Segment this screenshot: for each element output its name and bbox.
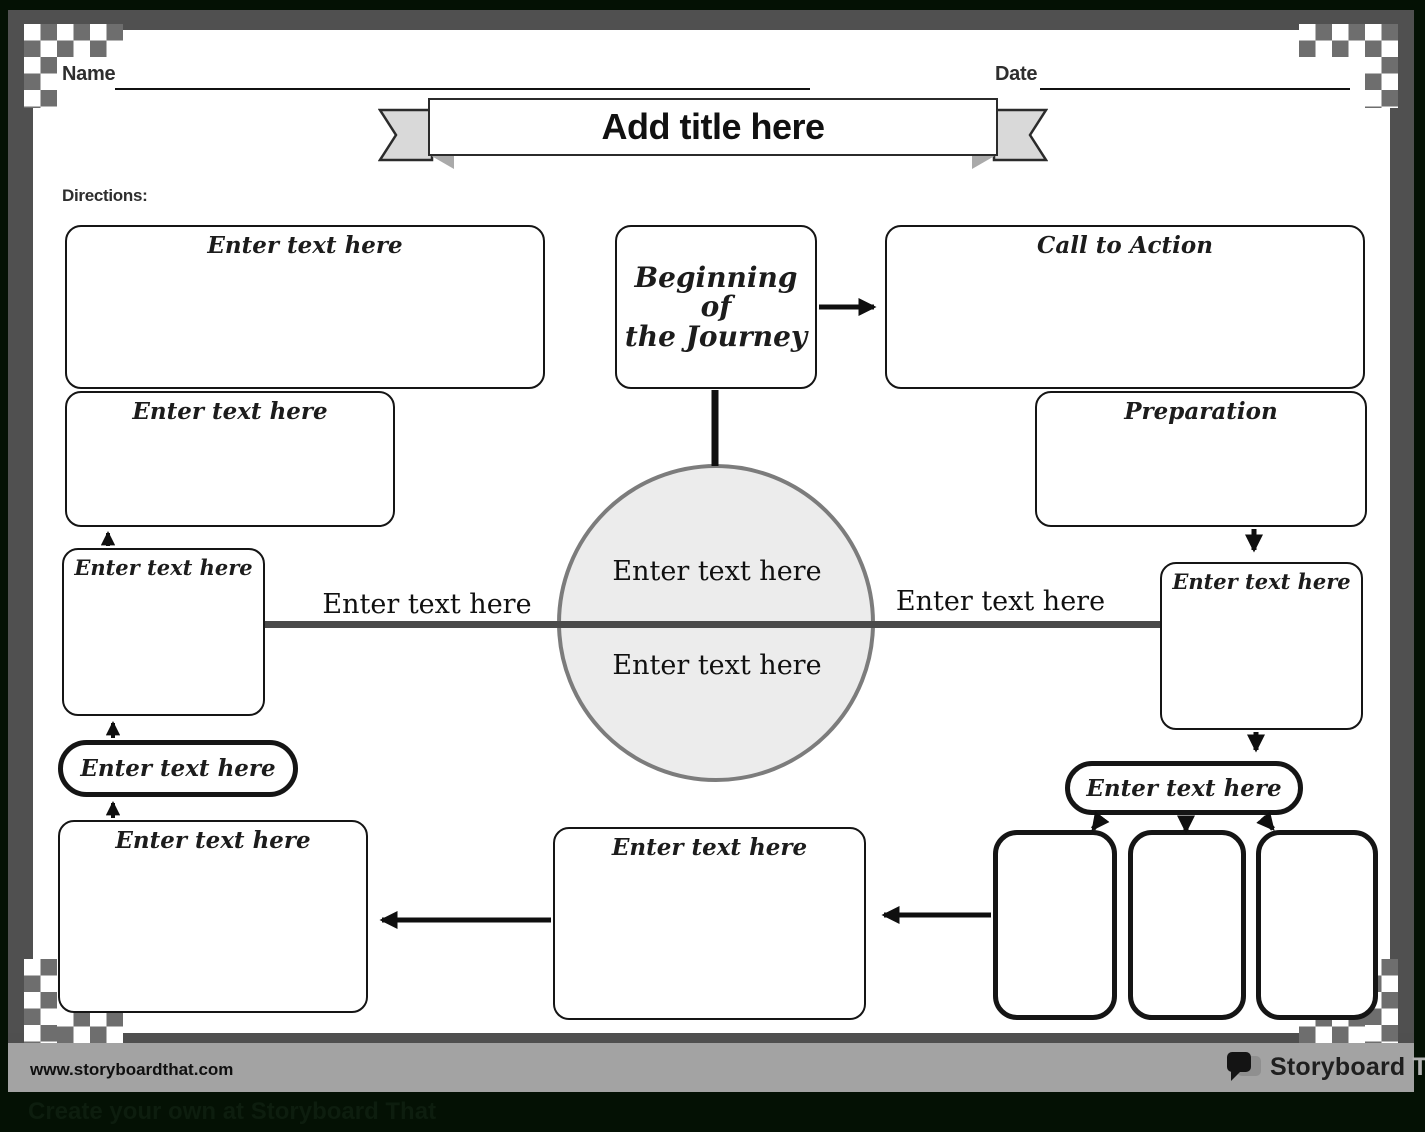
storyboardthat-logo: Storyboard That (1225, 1050, 1425, 1084)
checker-corner-top-right-v (1365, 24, 1398, 108)
ribbon-tail-left (378, 108, 434, 162)
storyboardthat-logo-icon (1227, 1052, 1261, 1081)
box-left-square[interactable]: Enter text here (62, 548, 265, 716)
box-placeholder: Enter text here (1086, 774, 1282, 802)
box-placeholder: Enter text here (80, 755, 276, 782)
beginning-line-1: Beginning of (634, 260, 798, 324)
box-placeholder: Enter text here (115, 827, 311, 854)
timeline-right-label[interactable]: Enter text here (895, 586, 1106, 617)
logo-text-primary: Storyboard (1270, 1052, 1406, 1081)
box-outcome-3[interactable] (1256, 830, 1378, 1020)
title-banner[interactable]: Add title here (428, 98, 998, 156)
footer-bar (8, 1043, 1414, 1092)
name-input-line[interactable] (115, 64, 810, 90)
logo-text-secondary: That (1412, 1052, 1425, 1081)
date-input-line[interactable] (1040, 64, 1350, 90)
directions-label: Directions: (62, 186, 148, 205)
box-outcome-2[interactable] (1128, 830, 1246, 1020)
box-placeholder: Enter text here (1172, 569, 1351, 594)
circle-bottom-text[interactable]: Enter text here (612, 650, 822, 681)
box-top-left-small[interactable]: Enter text here (65, 391, 395, 527)
checker-corner-top-left-v (24, 24, 57, 108)
website-url: www.storyboardthat.com (30, 1060, 234, 1079)
box-placeholder: Enter text here (611, 834, 808, 861)
page-title: Add title here (601, 106, 825, 147)
box-right-pill[interactable]: Enter text here (1065, 761, 1303, 815)
box-outcome-1[interactable] (993, 830, 1117, 1020)
box-preparation[interactable]: Preparation (1035, 391, 1367, 527)
timeline-line (265, 621, 1160, 628)
name-label: Name (62, 63, 116, 85)
ribbon-tail-right (992, 108, 1048, 162)
create-your-own-watermark: Create your own at Storyboard That (28, 1098, 437, 1125)
date-label: Date (995, 63, 1038, 85)
beginning-line-2: the Journey (624, 319, 808, 353)
box-placeholder: Enter text here (132, 398, 328, 425)
box-beginning-of-journey[interactable]: Beginning of the Journey (615, 225, 817, 389)
box-top-left-large[interactable]: Enter text here (65, 225, 545, 389)
checker-corner-bottom-left-v (24, 959, 57, 1043)
box-right-square[interactable]: Enter text here (1160, 562, 1363, 730)
box-placeholder: Call to Action (1037, 232, 1213, 259)
circle-top-text[interactable]: Enter text here (612, 556, 822, 587)
box-placeholder: Enter text here (74, 555, 253, 580)
box-left-pill[interactable]: Enter text here (58, 740, 298, 797)
box-bottom-left[interactable]: Enter text here (58, 820, 368, 1013)
timeline-left-label[interactable]: Enter text here (322, 589, 532, 620)
box-placeholder: Preparation (1124, 398, 1278, 425)
box-call-to-action[interactable]: Call to Action (885, 225, 1365, 389)
footer-divider (8, 1033, 1414, 1043)
box-placeholder: Enter text here (207, 232, 403, 259)
box-bottom-middle[interactable]: Enter text here (553, 827, 866, 1020)
